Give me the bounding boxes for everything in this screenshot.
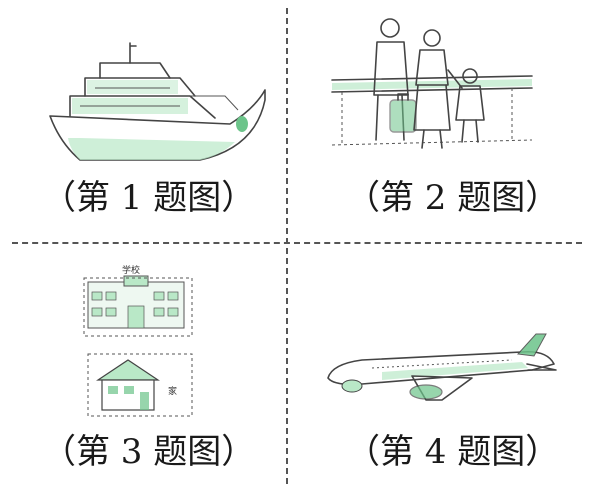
ship-icon bbox=[49, 42, 266, 161]
airplane-icon bbox=[327, 333, 557, 401]
family-travel-icon bbox=[331, 18, 533, 149]
horizontal-divider bbox=[12, 242, 582, 244]
school-label: 学校 bbox=[122, 264, 140, 276]
school-home-icon: 学校 家 bbox=[83, 264, 193, 417]
caption-2: （第 2 题图） bbox=[346, 178, 560, 218]
caption-1: （第 1 题图） bbox=[42, 178, 256, 218]
caption-3: （第 3 题图） bbox=[42, 432, 256, 472]
vertical-divider bbox=[286, 8, 288, 484]
home-label: 家 bbox=[168, 385, 177, 397]
caption-4: （第 4 题图） bbox=[346, 432, 560, 472]
